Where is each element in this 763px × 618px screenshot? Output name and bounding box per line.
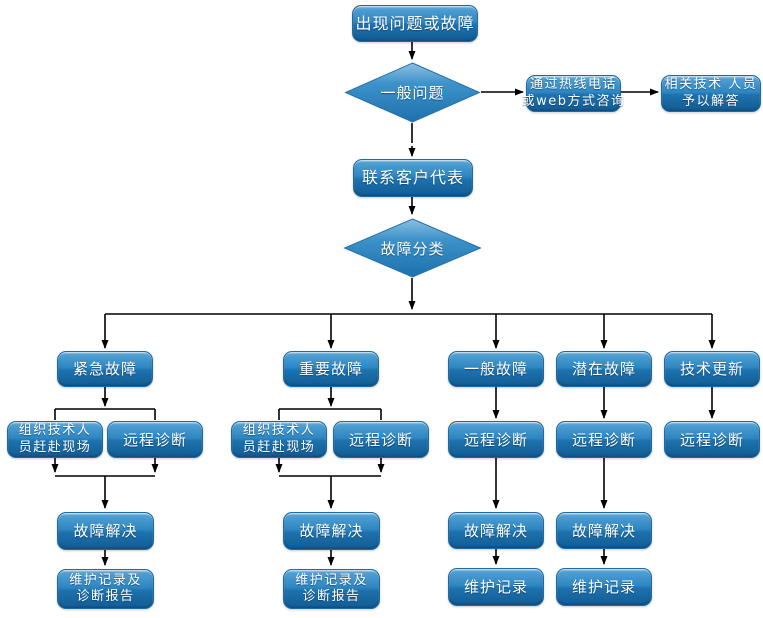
decision-fault-classify: 故障分类 — [343, 218, 482, 278]
node-remote-tech-label: 远程诊断 — [679, 430, 744, 449]
node-hotline-line1: 通过热线电话 — [529, 77, 617, 93]
node-resolve-general-label: 故障解决 — [463, 521, 528, 540]
node-onsite-important: 组织技术人 员赶赴现场 — [231, 421, 327, 458]
node-remote-urgent-label: 远程诊断 — [122, 430, 187, 449]
node-resolve-important: 故障解决 — [283, 512, 380, 550]
decision-general-question: 一般问题 — [344, 62, 481, 123]
node-contact-rep-label: 联系客户代表 — [361, 168, 464, 188]
node-onsite-urgent-line1: 组织技术人 — [18, 423, 92, 439]
node-record-urgent: 维护记录及 诊断报告 — [57, 569, 154, 609]
node-remote-potential-label: 远程诊断 — [571, 430, 636, 449]
node-record-urgent-line1: 维护记录及 — [69, 572, 142, 588]
node-record-important-line2: 诊断报告 — [302, 589, 361, 604]
node-record-potential-label: 维护记录 — [571, 578, 636, 596]
node-tech-update: 技术更新 — [664, 351, 760, 387]
node-general-fault: 一般故障 — [448, 351, 544, 387]
node-record-potential: 维护记录 — [556, 568, 652, 606]
node-start-label: 出现问题或故障 — [355, 13, 475, 33]
node-resolve-potential: 故障解决 — [556, 512, 652, 549]
node-tech-update-label: 技术更新 — [679, 360, 744, 378]
node-remote-general-label: 远程诊断 — [463, 430, 528, 449]
node-important-fault-label: 重要故障 — [298, 360, 363, 378]
node-remote-important-label: 远程诊断 — [348, 430, 413, 449]
node-resolve-urgent: 故障解决 — [57, 512, 154, 550]
node-important-fault: 重要故障 — [283, 351, 379, 387]
node-potential-fault: 潜在故障 — [556, 351, 652, 387]
node-record-important-line1: 维护记录及 — [295, 572, 368, 588]
node-urgent-fault: 紧急故障 — [57, 351, 153, 387]
decision-fault-classify-label: 故障分类 — [380, 239, 445, 258]
node-start: 出现问题或故障 — [352, 5, 478, 42]
node-resolve-important-label: 故障解决 — [299, 522, 364, 540]
node-record-urgent-line2: 诊断报告 — [76, 589, 135, 604]
node-resolve-urgent-label: 故障解决 — [73, 522, 138, 540]
node-resolve-potential-label: 故障解决 — [571, 521, 636, 540]
node-remote-important: 远程诊断 — [333, 421, 429, 458]
decision-general-question-label: 一般问题 — [380, 84, 445, 102]
edges — [51, 42, 716, 566]
node-urgent-fault-label: 紧急故障 — [72, 360, 137, 378]
diamond-shape — [343, 218, 482, 278]
node-hotline: 通过热线电话 或web方式咨询 — [522, 75, 624, 112]
node-hotline-line2: 或web方式咨询 — [521, 93, 626, 109]
node-onsite-important-line1: 组织技术人 — [242, 423, 316, 439]
node-resolve-general: 故障解决 — [448, 512, 544, 549]
node-expert-answer: 相关技术 人员 予以解答 — [661, 75, 761, 112]
node-record-general-label: 维护记录 — [463, 578, 528, 596]
node-onsite-important-line2: 员赶赴现场 — [242, 439, 316, 455]
node-remote-potential: 远程诊断 — [556, 421, 652, 458]
node-general-fault-label: 一般故障 — [463, 360, 528, 378]
node-potential-fault-label: 潜在故障 — [571, 360, 636, 378]
node-remote-general: 远程诊断 — [448, 421, 544, 458]
node-remote-tech: 远程诊断 — [664, 421, 760, 458]
node-onsite-urgent: 组织技术人 员赶赴现场 — [7, 421, 103, 458]
node-record-important: 维护记录及 诊断报告 — [283, 569, 380, 609]
node-onsite-urgent-line2: 员赶赴现场 — [18, 439, 92, 455]
node-record-general: 维护记录 — [448, 568, 544, 606]
diamond-shape — [344, 62, 481, 123]
node-contact-rep: 联系客户代表 — [353, 159, 473, 197]
node-expert-answer-line2: 予以解答 — [681, 93, 740, 109]
node-remote-urgent: 远程诊断 — [107, 421, 203, 458]
node-expert-answer-line1: 相关技术 人员 — [664, 77, 758, 93]
